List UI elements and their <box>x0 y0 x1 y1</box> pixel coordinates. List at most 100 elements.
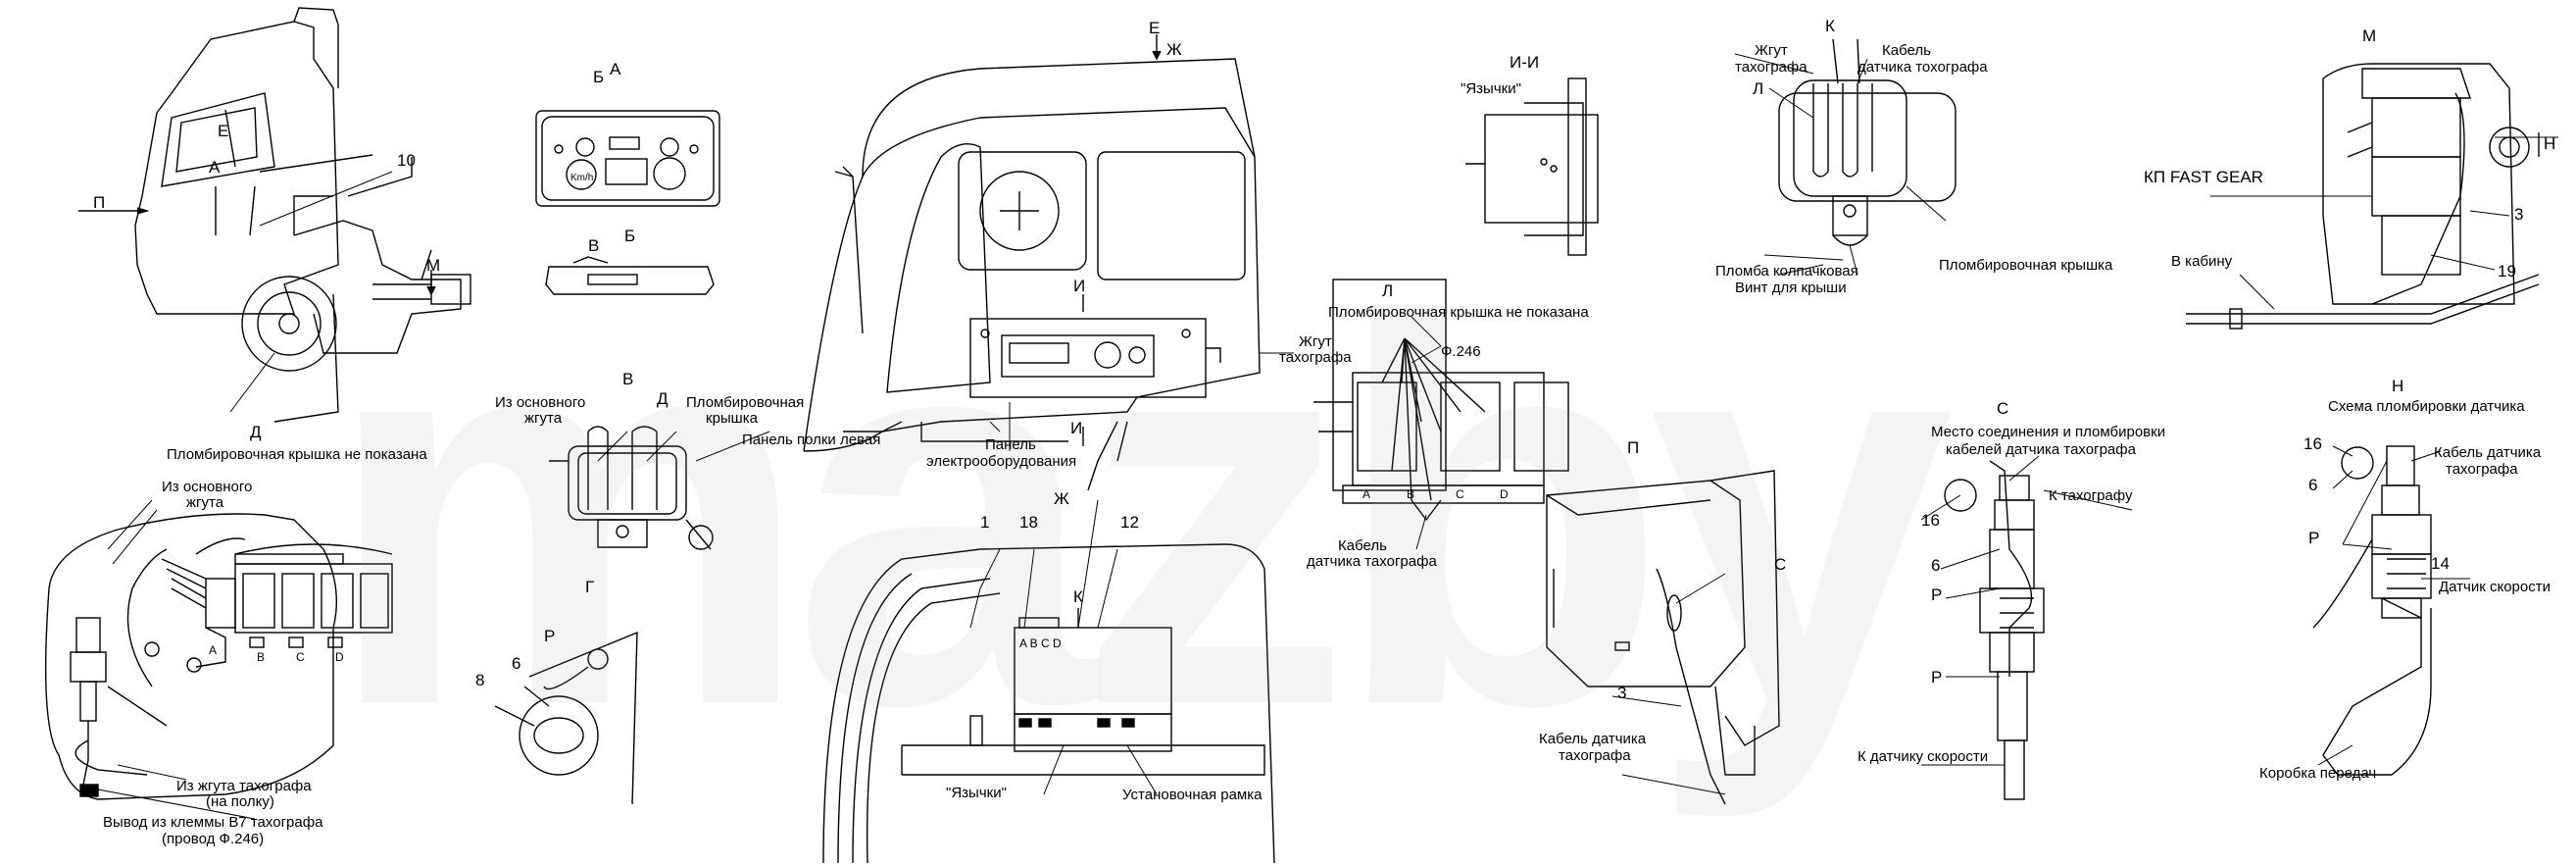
view-m-gearbox <box>2186 63 2540 330</box>
view-label-k: К <box>1825 17 1835 35</box>
view-label-i2: И <box>1070 419 1083 437</box>
conn-letter-b: B <box>1407 487 1415 501</box>
label-from-main-harness-1: Из основного <box>495 394 586 411</box>
view-arrows <box>426 34 2540 628</box>
callout-8: 8 <box>475 671 485 689</box>
watermark: mazby <box>323 205 1954 819</box>
view-p-tank <box>1546 470 1780 805</box>
label-roof-screw: Винт для крыши <box>1735 280 1847 296</box>
label-from-tacho-harness-2: (на полку) <box>206 793 274 810</box>
tacho-mount <box>822 543 1275 864</box>
label-plomb-not-shown-d: Пломбировочная крышка не показана <box>167 446 427 463</box>
view-label-a: А <box>610 60 621 78</box>
view-label-k2: К <box>1073 587 1083 606</box>
callout-16b: 16 <box>2304 434 2322 453</box>
leader-lines <box>97 53 2558 820</box>
label-gearbox-box: Коробка передач <box>2259 765 2377 782</box>
conn-letter-a2: A <box>209 643 218 657</box>
dash-shelf-v <box>545 256 715 295</box>
truck-side-view <box>78 7 471 423</box>
instrument-cluster <box>535 110 720 207</box>
label-tacho-cable-p-1: Кабель датчика <box>1539 731 1647 747</box>
label-k-harness-2: тахографа <box>1735 59 1808 76</box>
view-label-n: Н <box>2544 134 2556 153</box>
label-n-cable-1: Кабель датчика <box>2434 444 2542 461</box>
conn-letter-a: A <box>1362 487 1371 501</box>
view-label-p: П <box>1627 438 1640 457</box>
label-to-tacho: К тахографу <box>2049 487 2133 504</box>
conn-letter-c: C <box>1456 487 1464 501</box>
abcd-label: A B C D <box>1019 636 1062 650</box>
label-tacho-harness-2: тахографа <box>1279 349 1352 366</box>
l-letter: Л <box>1753 79 1764 98</box>
label-n-title: Схема пломбировки датчика <box>2328 398 2525 415</box>
label-elec-panel-2: электрооборудования <box>926 453 1077 470</box>
label-s-title-2: кабелей датчика тахографа <box>1946 441 2136 458</box>
label-cap-seal: Пломба колпачковая <box>1715 263 1858 280</box>
label-k-plomb: Пломбировочная крышка <box>1939 257 2113 274</box>
label-f246: Ф.246 <box>1441 343 1481 360</box>
view-label-a2: А <box>209 158 221 177</box>
label-from-main-harness-b1: Из основного <box>162 479 253 495</box>
view-label-e2: Е <box>218 122 229 140</box>
conn-letter-b2: B <box>257 650 266 664</box>
p-letter-3: Р <box>1931 668 1943 687</box>
callout-6a: 6 <box>1931 556 1941 575</box>
label-tacho-cable-l-2: датчика тахографа <box>1307 553 1437 570</box>
view-label-g: Г <box>585 578 595 596</box>
view-label-d: Д <box>250 423 262 441</box>
view-n-sensor <box>2312 445 2432 776</box>
p-letter-2: Р <box>1931 585 1943 604</box>
plomb-box-v <box>549 426 714 550</box>
view-label-p2: П <box>93 193 106 212</box>
view-label-m: М <box>2362 26 2377 45</box>
view-label-l: Л <box>1382 281 1394 300</box>
label-to-cabin: В кабину <box>2171 253 2233 270</box>
label-from-tacho-harness-1: Из жгута тахографа <box>176 778 312 794</box>
callout-12: 12 <box>1120 513 1139 532</box>
label-yazychki-top: "Язычки" <box>1461 80 1521 97</box>
label-elec-panel-1: Панель <box>985 436 1036 453</box>
conn-letter-c2: C <box>296 650 305 664</box>
label-k-cable-2: датчика тохографа <box>1858 59 1988 76</box>
callout-16a: 16 <box>1921 511 1940 530</box>
callout-6c: 6 <box>512 654 521 673</box>
conn-letter-d2: D <box>335 650 344 664</box>
callout-18: 18 <box>1019 513 1038 532</box>
p-letter-1: Р <box>544 627 556 645</box>
view-label-b2: Б <box>624 227 636 245</box>
label-mount-frame: Установочная рамка <box>1122 787 1263 803</box>
label-tacho-cable-l-1: Кабель <box>1338 537 1387 554</box>
label-from-main-harness-b2: жгута <box>186 494 224 511</box>
label-left-shelf-panel: Панель полки левая <box>742 432 881 448</box>
kmh-label: Km/h <box>570 173 594 183</box>
label-gearbox: КП FAST GEAR <box>2144 168 2263 186</box>
callout-1: 1 <box>980 513 990 532</box>
view-label-ii: И-И <box>1510 53 1540 72</box>
callout-3a: 3 <box>2514 205 2524 224</box>
dial-g <box>494 631 638 805</box>
view-label-e: Е <box>1149 19 1161 37</box>
label-to-speed-sensor: К датчику скорости <box>1858 748 1989 765</box>
label-k-cable-1: Кабель <box>1882 42 1931 59</box>
conn-letter-d: D <box>1500 487 1509 501</box>
label-speed-sensor: Датчик скорости <box>2439 579 2551 595</box>
view-label-v2: В <box>622 370 634 388</box>
label-output-b7-2: (провод Ф.246) <box>162 831 265 847</box>
label-tacho-cable-p-2: тахографа <box>1559 747 1631 764</box>
label-plomb-cover-1: Пломбировочная <box>686 394 805 411</box>
view-label-zh: Ж <box>1166 40 1182 59</box>
view-label-b: Б <box>593 68 605 86</box>
view-label-v: В <box>588 236 600 255</box>
label-s-title-1: Место соединения и пломбировки <box>1931 424 2166 440</box>
label-yazychki-bottom: "Язычки" <box>946 785 1007 801</box>
label-n-cable-2: тахографа <box>2446 461 2518 478</box>
label-tacho-harness-1: Жгут <box>1299 333 1332 350</box>
label-plomb-cover-2: крышка <box>706 410 758 427</box>
p-letter-4: Р <box>2308 529 2320 547</box>
callout-14: 14 <box>2431 554 2450 573</box>
view-s-sensor <box>1944 460 2045 800</box>
cab-interior <box>803 58 1261 491</box>
view-label-s2: С <box>1997 399 2009 418</box>
